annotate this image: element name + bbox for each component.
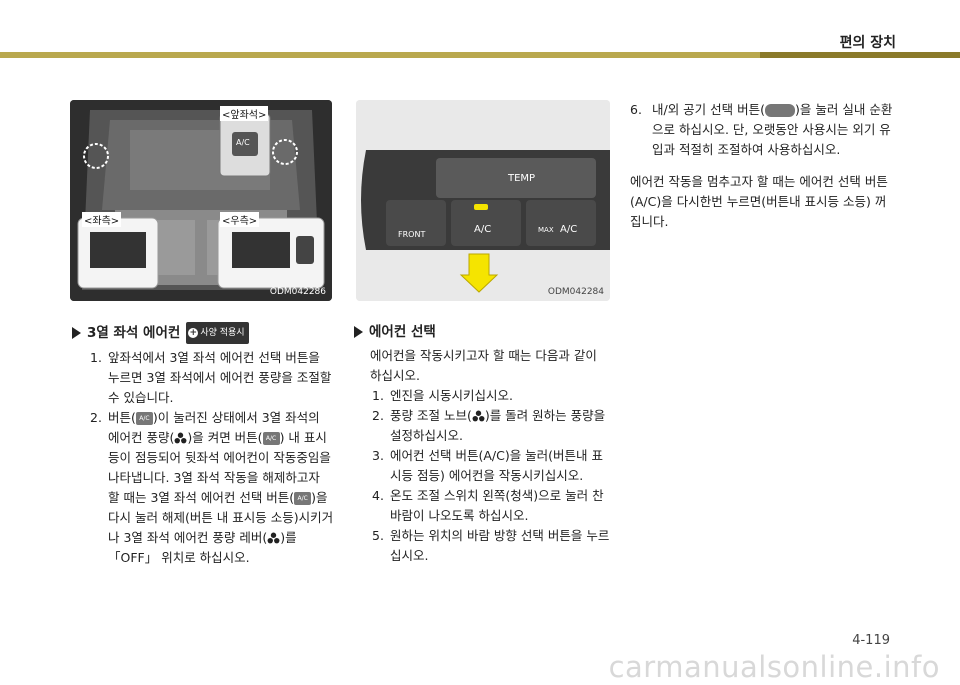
item-number: 6.: [630, 102, 642, 117]
list-item: 1. 엔진을 시동시키십시오.: [354, 386, 610, 406]
item-text: 원하는 위치의 바람 방향 선택 버튼을 누르십시오.: [390, 528, 610, 563]
front-seat-label: <앞좌석>: [220, 106, 269, 121]
section-heading-text: 에어컨 선택: [369, 324, 436, 340]
item-number: 1.: [372, 388, 384, 403]
item-text: 내/외 공기 선택 버튼()을 눌러 실내 순환으로 하십시오. 단, 오랫동안…: [652, 100, 895, 160]
climate-panel-illustration: [356, 100, 610, 301]
item-text: 앞좌석에서 3열 좌석 에어컨 선택 버튼을 누르면 3열 좌석에서 에어컨 풍…: [108, 350, 332, 405]
item-text-part: 버튼(: [108, 410, 136, 425]
item-number: 2.: [372, 408, 384, 423]
plus-icon: +: [188, 328, 199, 338]
ac-button-icon: A/C: [262, 432, 280, 445]
ac-button-label: A/C: [236, 138, 250, 147]
list-item: 2. 버튼(A/C)이 눌러진 상태에서 3열 좌석의 에어컨 풍량()을 켜면…: [72, 408, 334, 568]
triangle-bullet-icon: [72, 327, 81, 339]
list-item: 3. 에어컨 선택 버튼(A/C)을 눌러(버튼내 표시등 점등) 에어컨을 작…: [354, 446, 610, 486]
fan-icon: [472, 410, 485, 422]
item-text-part: )을 눌러 실내 순환으로 하십시오. 단, 오랫동안 사용시는 외기 유입과 …: [652, 102, 893, 157]
list-item: 4. 온도 조절 스위치 왼쪽(청색)으로 눌러 찬 바람이 나오도록 하십시오…: [354, 486, 610, 526]
item-number: 2.: [90, 410, 102, 425]
item-text-part: 풍량 조절 노브(: [390, 408, 472, 423]
page-header: 편의 장치: [0, 0, 960, 58]
item-text-part: )을 켜면 버튼(: [187, 430, 263, 445]
item-text-part: )을 다시 눌러 해제(버튼 내 표시등 소등)시키거나 3열 좌석 에어컨 풍…: [108, 490, 334, 545]
option-badge-text: 사양 적용시: [200, 328, 245, 338]
item-number: 3.: [372, 448, 384, 463]
recirculation-button-icon: [765, 104, 796, 117]
triangle-bullet-icon: [354, 326, 363, 338]
arrow-icon: [459, 253, 499, 293]
list-item: 6. 내/외 공기 선택 버튼()을 눌러 실내 순환으로 하십시오. 단, 오…: [630, 100, 895, 160]
ac-label: A/C: [474, 224, 492, 235]
section-rear-ac: 3열 좌석 에어컨 + 사양 적용시 1. 앞좌석에서 3열 좌석 에어컨 선택…: [72, 322, 334, 568]
max-label: MAX: [538, 226, 554, 234]
item-number: 5.: [372, 528, 384, 543]
intro-paragraph: 에어컨을 작동시키고자 할 때는 다음과 같이 하십시오.: [370, 348, 597, 383]
closing-paragraph: 에어컨 작동을 멈추고자 할 때는 에어컨 선택 버튼(A/C)을 다시한번 누…: [630, 174, 888, 229]
list-item: 1. 앞좌석에서 3열 좌석 에어컨 선택 버튼을 누르면 3열 좌석에서 에어…: [72, 348, 334, 408]
left-label: <좌측>: [82, 212, 122, 227]
section-heading-text: 3열 좌석 에어컨: [87, 325, 181, 341]
figure-code: ODM042286: [269, 287, 326, 297]
item-number: 4.: [372, 488, 384, 503]
ac-button-icon: A/C: [294, 492, 312, 505]
figure-rear-ac: <앞좌석> <좌측> <우측> A/C ODM042286: [70, 100, 332, 301]
front-defrost-label: FRONT: [398, 230, 426, 239]
item-text-part: ) 내 표시등이 점등되어 뒷좌석 에어컨이 작동중임을 나타냅니다. 3열 좌…: [108, 430, 331, 505]
figure-climate-panel: TEMP FRONT A/C MAX A/C ODM042284: [356, 100, 610, 301]
section-ac-select: 에어컨 선택 에어컨을 작동시키고자 할 때는 다음과 같이 하십시오. 1. …: [354, 322, 610, 566]
item-text: 온도 조절 스위치 왼쪽(청색)으로 눌러 찬 바람이 나오도록 하십시오.: [390, 488, 604, 523]
page-number: 4-119: [852, 633, 890, 648]
rear-cargo-illustration: [70, 100, 332, 301]
temp-label: TEMP: [508, 173, 536, 184]
item-text: 풍량 조절 노브()를 돌려 원하는 풍량을 설정하십시오.: [390, 406, 610, 446]
ac-button-icon: A/C: [135, 412, 153, 425]
item-text-part: )이 눌러진 상태에서 3열 좌석의 에어컨 풍량(: [108, 410, 320, 445]
section-title: 편의 장치: [839, 35, 896, 51]
watermark: carmanualsonline.info: [608, 650, 940, 684]
item-text-part: 내/외 공기 선택 버튼(: [652, 102, 766, 117]
section-heading: 3열 좌석 에어컨 + 사양 적용시: [72, 322, 334, 344]
max-ac-label: A/C: [560, 224, 578, 235]
item-text-part: )를 「OFF」 위치로 하십시오.: [108, 530, 297, 565]
right-label: <우측>: [220, 212, 260, 227]
list-item: 5. 원하는 위치의 바람 방향 선택 버튼을 누르십시오.: [354, 526, 610, 566]
header-divider-accent: [760, 52, 960, 58]
header-divider: [0, 52, 960, 58]
section-heading: 에어컨 선택: [354, 322, 610, 342]
option-badge: + 사양 적용시: [186, 322, 249, 344]
item-text-part: )를 돌려 원하는 풍량을 설정하십시오.: [390, 408, 606, 443]
list-item: 2. 풍량 조절 노브()를 돌려 원하는 풍량을 설정하십시오.: [354, 406, 610, 446]
item-text: 에어컨 선택 버튼(A/C)을 눌러(버튼내 표시등 점등) 에어컨을 작동시키…: [390, 448, 604, 483]
figure-code: ODM042284: [547, 287, 604, 297]
fan-icon: [267, 532, 280, 544]
section-recirculation: 6. 내/외 공기 선택 버튼()을 눌러 실내 순환으로 하십시오. 단, 오…: [630, 100, 895, 232]
item-number: 1.: [90, 350, 102, 365]
fan-icon: [174, 432, 187, 444]
item-text: 엔진을 시동시키십시오.: [390, 388, 513, 403]
item-text: 버튼(A/C)이 눌러진 상태에서 3열 좌석의 에어컨 풍량()을 켜면 버튼…: [108, 408, 334, 568]
